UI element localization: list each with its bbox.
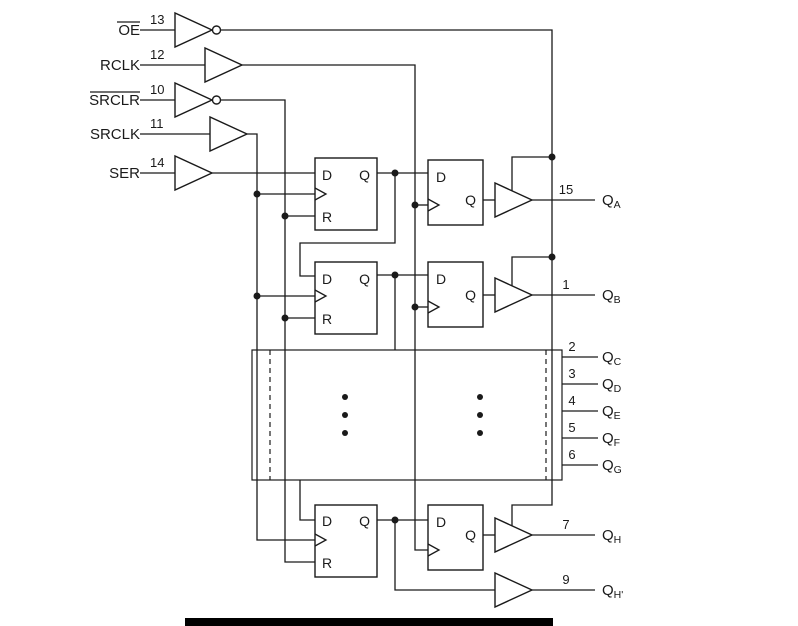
pin-number-3: 3 bbox=[568, 366, 575, 381]
pin-number-10: 10 bbox=[150, 82, 164, 97]
ff-r-label: R bbox=[322, 555, 332, 571]
output-label-qb: QB bbox=[602, 287, 621, 306]
ff-d-label: D bbox=[322, 271, 332, 287]
output-labels: 15 QA 1 QB 2 QC 3 QD 4 QE 5 QF 6 QG 7 QH… bbox=[559, 182, 624, 601]
ff-d-label: D bbox=[322, 167, 332, 183]
output-label-qg: QG bbox=[602, 457, 622, 476]
ff-q-label: Q bbox=[359, 513, 370, 529]
qa-output-buffer-icon bbox=[494, 181, 534, 219]
pin-number-9: 9 bbox=[562, 572, 569, 587]
oe-inverter-bubble-icon bbox=[211, 25, 222, 35]
pin-number-15: 15 bbox=[559, 182, 573, 197]
input-label-ser: SER bbox=[109, 165, 140, 182]
output-label-qa: QA bbox=[602, 192, 621, 211]
pin-number-14: 14 bbox=[150, 155, 164, 170]
pin-number-4: 4 bbox=[568, 393, 575, 408]
figure-bottom-rule bbox=[185, 618, 553, 626]
latch-d-label: D bbox=[436, 514, 446, 530]
pin-number-5: 5 bbox=[568, 420, 575, 435]
input-buffers bbox=[174, 11, 249, 192]
qb-output-buffer-icon bbox=[494, 276, 534, 314]
output-label-qh-prime: QH' bbox=[602, 582, 623, 601]
ser-buffer-icon bbox=[174, 154, 214, 192]
input-label-srclr: SRCLR bbox=[89, 92, 140, 109]
shift-ff-b: D Q R bbox=[314, 261, 378, 335]
pin-number-7: 7 bbox=[562, 517, 569, 532]
ff-q-label: Q bbox=[359, 271, 370, 287]
latch-d-label: D bbox=[436, 271, 446, 287]
output-label-qh: QH bbox=[602, 527, 621, 546]
repeated-stages-section bbox=[251, 349, 563, 481]
oe-inverter-icon bbox=[174, 11, 214, 49]
ff-r-label: R bbox=[322, 209, 332, 225]
srclr-inverter-icon bbox=[174, 81, 214, 119]
input-label-rclk: RCLK bbox=[100, 57, 140, 74]
rclk-buffer-icon bbox=[204, 46, 244, 84]
junction-dots bbox=[253, 153, 556, 524]
output-buffers bbox=[494, 181, 534, 609]
pin-number-13: 13 bbox=[150, 12, 164, 27]
pin-number-12: 12 bbox=[150, 47, 164, 62]
latch-b: D Q bbox=[427, 261, 484, 328]
output-label-qf: QF bbox=[602, 430, 620, 449]
shift-ff-h: D Q R bbox=[314, 504, 378, 578]
input-label-srclk: SRCLK bbox=[90, 126, 140, 143]
shift-ff-a: D Q R bbox=[314, 157, 378, 231]
pin-number-2: 2 bbox=[568, 339, 575, 354]
input-label-oe: OE bbox=[118, 22, 140, 39]
ff-d-label: D bbox=[322, 513, 332, 529]
qh-prime-buffer-icon bbox=[494, 571, 534, 609]
output-label-qc: QC bbox=[602, 349, 622, 368]
ellipsis-dots-icon bbox=[342, 394, 483, 436]
pin-number-11: 11 bbox=[150, 116, 164, 131]
output-label-qd: QD bbox=[602, 376, 622, 395]
pin-number-1: 1 bbox=[562, 277, 569, 292]
qh-output-buffer-icon bbox=[494, 516, 534, 554]
latch-h: D Q bbox=[427, 504, 484, 571]
input-labels: OE 13 RCLK 12 SRCLR 10 SRCLK 11 SER 14 bbox=[89, 12, 164, 182]
latch-a: D Q bbox=[427, 159, 484, 226]
ff-r-label: R bbox=[322, 311, 332, 327]
output-label-qe: QE bbox=[602, 403, 621, 422]
latch-q-label: Q bbox=[465, 287, 476, 303]
ff-q-label: Q bbox=[359, 167, 370, 183]
latch-q-label: Q bbox=[465, 192, 476, 208]
pin-number-6: 6 bbox=[568, 447, 575, 462]
srclr-inverter-bubble-icon bbox=[211, 95, 222, 105]
latch-d-label: D bbox=[436, 169, 446, 185]
srclk-buffer-icon bbox=[209, 115, 249, 153]
latch-q-label: Q bbox=[465, 527, 476, 543]
